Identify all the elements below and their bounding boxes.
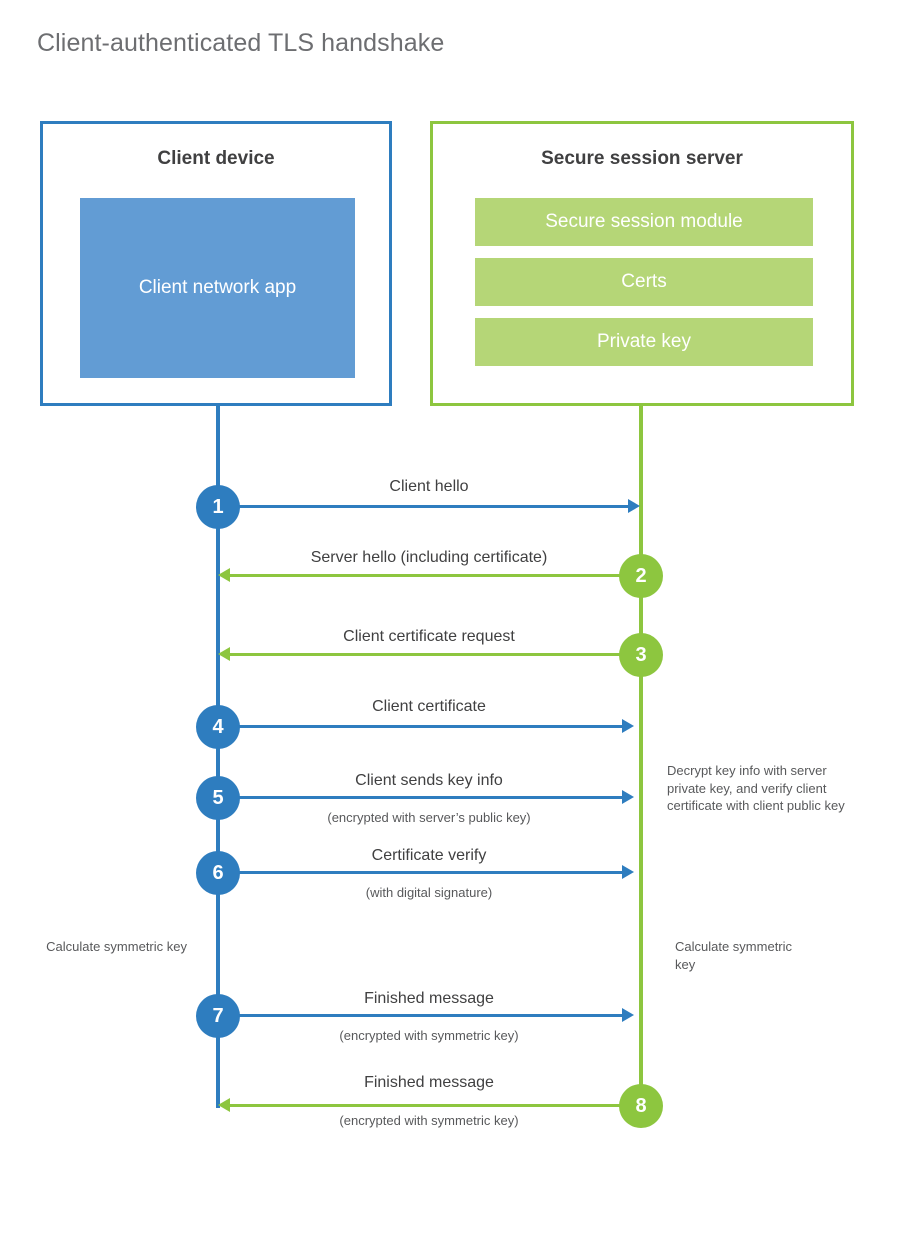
step-7-label: Finished message (364, 990, 494, 1007)
step-6-sublabel: (with digital signature) (365, 885, 493, 900)
step-4-arrow-line (218, 725, 622, 728)
client-network-app-block: Client network app (80, 198, 355, 378)
step-6-arrow-head-right-icon (622, 865, 634, 879)
server-component-certs: Certs (475, 258, 813, 306)
step-5-circle[interactable]: 5 (196, 776, 240, 820)
step-7-circle[interactable]: 7 (196, 994, 240, 1038)
step-8-sublabel: (encrypted with symmetric key) (339, 1113, 519, 1128)
step-2-arrow-line (230, 574, 641, 577)
secure-session-server-title: Secure session server (541, 148, 743, 169)
step-3-arrow-line (230, 653, 641, 656)
step-3-circle[interactable]: 3 (619, 633, 663, 677)
step-8-arrow-line (230, 1104, 641, 1107)
server-lifeline (639, 406, 643, 1106)
step-1-arrow-line (218, 505, 628, 508)
server-calculate-symmetric-key-note: Calculate symmetric key (675, 939, 793, 972)
client-lifeline (216, 406, 220, 1108)
page-title: Client-authenticated TLS handshake (37, 29, 445, 57)
server-component-secure-session-module: Secure session module (475, 198, 813, 246)
step-8-label: Finished message (364, 1074, 494, 1091)
step-2-circle[interactable]: 2 (619, 554, 663, 598)
step-4-circle[interactable]: 4 (196, 705, 240, 749)
step-5-label: Client sends key info (355, 772, 503, 789)
step-6-label: Certificate verify (371, 847, 487, 864)
step-4-arrow-head-right-icon (622, 719, 634, 733)
client-device-box: Client device Client network app (40, 121, 392, 406)
client-calculate-symmetric-key-note: Calculate symmetric key (46, 939, 187, 954)
step-6-arrow-line (218, 871, 622, 874)
step-2-arrow-head-left-icon (218, 568, 230, 582)
client-device-title: Client device (157, 148, 275, 169)
step-7-arrow-line (218, 1014, 622, 1017)
step-5-arrow-head-right-icon (622, 790, 634, 804)
step-1-arrow-head-right-icon (628, 499, 640, 513)
server-decrypt-note: Decrypt key info with server private key… (667, 763, 845, 814)
step-1-label: Client hello (389, 478, 469, 495)
server-component-private-key: Private key (475, 318, 813, 366)
step-1-circle[interactable]: 1 (196, 485, 240, 529)
step-2-label: Server hello (including certificate) (310, 549, 548, 566)
step-5-sublabel: (encrypted with server’s public key) (327, 810, 531, 825)
step-5-arrow-line (218, 796, 622, 799)
step-8-arrow-head-left-icon (218, 1098, 230, 1112)
step-6-circle[interactable]: 6 (196, 851, 240, 895)
step-4-label: Client certificate (372, 698, 486, 715)
step-3-label: Client certificate request (343, 628, 515, 645)
step-3-arrow-head-left-icon (218, 647, 230, 661)
step-7-sublabel: (encrypted with symmetric key) (339, 1028, 519, 1043)
secure-session-server-box: Secure session server Secure session mod… (430, 121, 854, 406)
step-7-arrow-head-right-icon (622, 1008, 634, 1022)
server-component-list: Secure session module Certs Private key (475, 198, 813, 366)
step-8-circle[interactable]: 8 (619, 1084, 663, 1128)
